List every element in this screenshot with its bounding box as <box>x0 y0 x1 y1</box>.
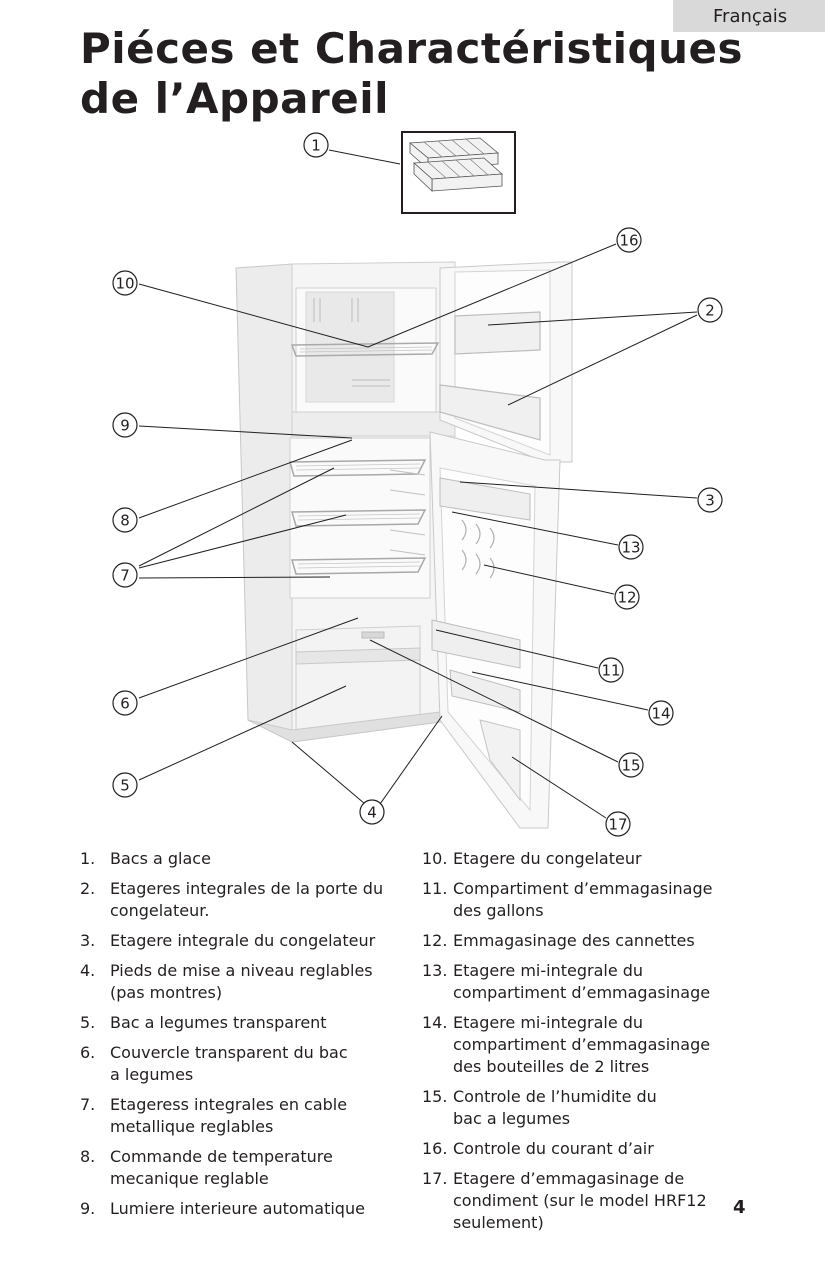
parts-list-right: 10. Etagere du congelateur 11. Compartimen… <box>422 848 732 1242</box>
item-number: 15. <box>422 1087 448 1106</box>
svg-text:4: 4 <box>367 804 377 822</box>
svg-text:11: 11 <box>601 662 620 680</box>
item-text: Commande de temperature mecanique reglab… <box>110 1147 333 1188</box>
list-item: 17. Etagere d’emmagasinage de condiment (… <box>422 1168 732 1234</box>
svg-text:15: 15 <box>621 757 640 775</box>
item-number: 17. <box>422 1169 448 1188</box>
item-number: 7. <box>80 1095 96 1114</box>
leader-lines <box>138 149 698 819</box>
svg-text:8: 8 <box>120 512 130 530</box>
list-item: 3. Etagere integrale du congelateur <box>80 930 400 952</box>
callout-7: 7 <box>112 562 138 588</box>
item-number: 14. <box>422 1013 448 1032</box>
item-text: Controle du courant d’air <box>453 1139 654 1158</box>
list-item: 13. Etagere mi-integrale du compartiment … <box>422 960 732 1004</box>
callouts: 1 2 3 4 5 6 7 8 9 10 11 12 13 14 15 16 1… <box>112 132 723 837</box>
page-title-line1: Piéces et Charactéristiques <box>80 24 743 73</box>
item-number: 12. <box>422 931 448 950</box>
list-item: 4. Pieds de mise a niveau reglables (pas … <box>80 960 400 1004</box>
list-item: 8. Commande de temperature mecanique regl… <box>80 1146 400 1190</box>
item-number: 9. <box>80 1199 96 1218</box>
callout-1: 1 <box>303 132 329 158</box>
svg-text:17: 17 <box>608 816 627 834</box>
svg-text:6: 6 <box>120 695 130 713</box>
item-number: 8. <box>80 1147 96 1166</box>
svg-text:16: 16 <box>619 232 638 250</box>
svg-text:2: 2 <box>705 302 715 320</box>
svg-text:12: 12 <box>617 589 636 607</box>
list-item: 14. Etagere mi-integrale du compartiment … <box>422 1012 732 1078</box>
list-item: 1. Bacs a glace <box>80 848 400 870</box>
callout-6: 6 <box>112 690 138 716</box>
freezer-door <box>439 261 573 463</box>
list-item: 10. Etagere du congelateur <box>422 848 732 870</box>
callout-12: 12 <box>614 584 640 610</box>
item-text: Etageress integrales en cable metallique… <box>110 1095 348 1136</box>
list-item: 5. Bac a legumes transparent <box>80 1012 400 1034</box>
item-number: 11. <box>422 879 448 898</box>
callout-11: 11 <box>598 657 624 683</box>
fridge-door <box>429 431 561 829</box>
item-number: 16. <box>422 1139 448 1158</box>
item-text: Bac a legumes transparent <box>110 1013 327 1032</box>
item-text: Bacs a glace <box>110 849 211 868</box>
item-number: 10. <box>422 849 448 868</box>
list-item: 11. Compartiment d’emmagasinage des gallo… <box>422 878 732 922</box>
list-item: 6. Couvercle transparent du bac a legumes <box>80 1042 400 1086</box>
item-text: Etagere mi-integrale du compartiment d’e… <box>453 1013 711 1076</box>
refrigerator-body <box>235 261 457 743</box>
list-item: 12. Emmagasinage des cannettes <box>422 930 732 952</box>
page-title-line2: de l’Appareil <box>80 74 389 123</box>
callout-15: 15 <box>618 752 644 778</box>
page-title: Piéces et Charactéristiques de l’Apparei… <box>80 24 743 124</box>
svg-text:9: 9 <box>120 417 130 435</box>
callout-13: 13 <box>618 534 644 560</box>
item-text: Pieds de mise a niveau reglables (pas mo… <box>110 961 373 1002</box>
item-number: 6. <box>80 1043 96 1062</box>
language-tab: Français <box>673 0 825 32</box>
svg-text:3: 3 <box>705 492 715 510</box>
svg-text:7: 7 <box>120 567 130 585</box>
item-text: Etagere du congelateur <box>453 849 642 868</box>
parts-list-left: 1. Bacs a glace 2. Etageres integrales de … <box>80 848 400 1228</box>
list-item: 9. Lumiere interieure automatique <box>80 1198 400 1220</box>
list-item: 2. Etageres integrales de la porte du con… <box>80 878 400 922</box>
svg-text:13: 13 <box>621 539 640 557</box>
callout-10: 10 <box>112 270 138 296</box>
callout-8: 8 <box>112 507 138 533</box>
callout-4: 4 <box>359 799 385 825</box>
page-number: 4 <box>733 1197 746 1218</box>
callout-5: 5 <box>112 772 138 798</box>
list-item: 7. Etageress integrales en cable metalliq… <box>80 1094 400 1138</box>
item-text: Couvercle transparent du bac a legumes <box>110 1043 348 1084</box>
list-item: 15. Controle de l’humidite du bac a legum… <box>422 1086 732 1130</box>
item-number: 4. <box>80 961 96 980</box>
item-number: 1. <box>80 849 96 868</box>
item-number: 13. <box>422 961 448 980</box>
item-text: Emmagasinage des cannettes <box>453 931 695 950</box>
item-text: Etagere integrale du congelateur <box>110 931 376 950</box>
list-item: 16. Controle du courant d’air <box>422 1138 732 1160</box>
svg-text:14: 14 <box>651 705 670 723</box>
callout-16: 16 <box>616 227 642 253</box>
refrigerator-diagram: 1 2 3 4 5 6 7 8 9 10 11 12 13 14 15 16 1… <box>112 131 723 837</box>
svg-text:10: 10 <box>115 275 134 293</box>
item-number: 3. <box>80 931 96 950</box>
callout-2: 2 <box>697 297 723 323</box>
item-number: 5. <box>80 1013 96 1032</box>
item-text: Etageres integrales de la porte du conge… <box>110 879 384 920</box>
item-text: Lumiere interieure automatique <box>110 1199 365 1218</box>
callout-17: 17 <box>605 811 631 837</box>
ice-tray-inset <box>401 131 516 214</box>
item-text: Controle de l’humidite du bac a legumes <box>453 1087 657 1128</box>
callout-9: 9 <box>112 412 138 438</box>
item-text: Etagere mi-integrale du compartiment d’e… <box>453 961 711 1002</box>
svg-text:1: 1 <box>311 137 321 155</box>
callout-3: 3 <box>697 487 723 513</box>
item-text: Etagere d’emmagasinage de condiment (sur… <box>453 1169 707 1232</box>
item-number: 2. <box>80 879 96 898</box>
callout-14: 14 <box>648 700 674 726</box>
svg-text:5: 5 <box>120 777 130 795</box>
item-text: Compartiment d’emmagasinage des gallons <box>453 879 713 920</box>
